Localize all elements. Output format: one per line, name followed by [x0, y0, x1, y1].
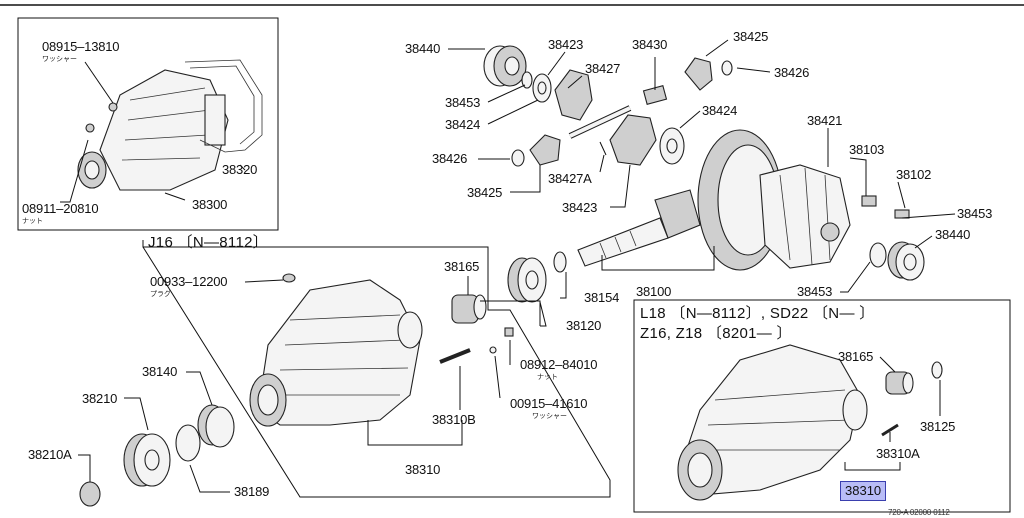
part-label-38421[interactable]: 38421: [807, 113, 843, 128]
part-label-38426-top[interactable]: 38426: [774, 65, 810, 80]
part-label-38210[interactable]: 38210: [82, 391, 118, 406]
panel-header-l18-line1: L18 〔N—8112〕, SD22 〔N— 〕: [640, 305, 875, 322]
housing-38310-l18: [677, 344, 868, 501]
part-label-38165-left[interactable]: 38165: [444, 259, 480, 274]
shim-38453-top: [521, 71, 533, 89]
pinion-38425-left: [529, 134, 561, 166]
pin-38427A: [599, 141, 607, 156]
companion-38165-right: [885, 371, 914, 395]
flange-38210: [123, 433, 171, 487]
bearing-38440-right: [887, 241, 925, 281]
part-label-38424-left[interactable]: 38424: [445, 117, 481, 132]
part-label-08912-84010[interactable]: 08912–84010: [520, 357, 598, 372]
part-label-38423-top[interactable]: 38423: [548, 37, 584, 52]
part-label-38320[interactable]: 38320: [222, 162, 258, 177]
ring-gear-38421: [697, 129, 783, 271]
part-label-38453-bottom[interactable]: 38453: [797, 284, 833, 299]
part-label-38424-right[interactable]: 38424: [702, 103, 738, 118]
oil-seal-38189: [175, 424, 201, 462]
part-label-38310-j16[interactable]: 38310: [405, 462, 441, 477]
part-note-nut: ナット: [22, 218, 43, 225]
housing-38310-j16: [249, 279, 423, 427]
part-label-38440-right[interactable]: 38440: [935, 227, 971, 242]
panel-header-j16: J16 〔N—8112〕: [148, 234, 269, 251]
panel-header-l18-line2: Z16, Z18 〔8201— 〕: [640, 325, 792, 342]
part-label-38425-top[interactable]: 38425: [733, 29, 769, 44]
carrier-assembly-38300: [77, 69, 229, 191]
part-label-38310-highlighted[interactable]: 38310: [840, 481, 887, 501]
part-label-38423-mid[interactable]: 38423: [562, 200, 598, 215]
part-label-38154[interactable]: 38154: [584, 290, 620, 305]
part-label-38427[interactable]: 38427: [585, 61, 621, 76]
part-label-38120[interactable]: 38120: [566, 318, 602, 333]
l18-panel-box: [633, 299, 1011, 513]
part-note-washer-2: ワッシャー: [532, 413, 567, 420]
plug-00933-12200: [282, 273, 296, 283]
bearing-38440-top: [483, 45, 527, 87]
nut-38210A: [79, 481, 101, 507]
inset-box-top-left: [17, 17, 279, 231]
side-gear-38423-top: [554, 69, 593, 121]
part-label-38425-left[interactable]: 38425: [467, 185, 503, 200]
j16-panel-outline: [142, 240, 611, 498]
part-label-38310B[interactable]: 38310B: [432, 412, 476, 427]
side-gear-38423-mid: [609, 114, 657, 166]
washer-38125: [931, 361, 943, 379]
shim-38453-right: [869, 242, 887, 268]
part-note-washer: ワッシャー: [42, 56, 77, 63]
part-label-38189[interactable]: 38189: [234, 484, 270, 499]
part-note-plug: プラグ: [150, 291, 171, 298]
part-label-38310A[interactable]: 38310A: [876, 446, 920, 461]
pinion-38425-top: [684, 57, 713, 91]
stud-38310B: [439, 348, 471, 364]
part-label-38453-top[interactable]: 38453: [445, 95, 481, 110]
part-label-38102[interactable]: 38102: [896, 167, 932, 182]
part-note-nut-2: ナット: [537, 374, 558, 381]
washer-38426-left: [511, 149, 525, 167]
part-label-08911-20810[interactable]: 08911–20810: [22, 201, 99, 216]
part-label-38453-right[interactable]: 38453: [957, 206, 993, 221]
washer-38426-top: [721, 60, 733, 76]
part-label-38300[interactable]: 38300: [192, 197, 228, 212]
part-label-38210A[interactable]: 38210A: [28, 447, 72, 462]
nut-08911-20810: [85, 123, 95, 133]
gasket-38320: [184, 59, 263, 153]
part-label-38426-left[interactable]: 38426: [432, 151, 468, 166]
stud-38310A: [881, 423, 899, 437]
spacer-38154: [553, 251, 567, 273]
part-label-38440-top[interactable]: 38440: [405, 41, 441, 56]
part-label-00915-41610[interactable]: 00915–41610: [510, 396, 588, 411]
nut-08912-84010: [504, 327, 514, 337]
block-38430: [642, 84, 668, 106]
part-label-38103[interactable]: 38103: [849, 142, 885, 157]
bearing-38140: [197, 404, 235, 448]
part-label-38165-right[interactable]: 38165: [838, 349, 874, 364]
washer-00915-41610: [489, 346, 497, 354]
bolt-38102: [894, 209, 910, 219]
drive-pinion-38100: [577, 189, 701, 267]
bearing-38120: [507, 257, 547, 303]
part-label-38430[interactable]: 38430: [632, 37, 668, 52]
part-label-38140[interactable]: 38140: [142, 364, 178, 379]
companion-38165-left: [451, 294, 487, 324]
washer-08915-13810: [108, 102, 118, 112]
figure-code: 720-A 02000 0112: [888, 508, 950, 517]
part-label-38125[interactable]: 38125: [920, 419, 956, 434]
part-label-08915-13810[interactable]: 08915–13810: [42, 39, 120, 54]
diff-case-38103: [759, 164, 851, 269]
part-label-00933-12200[interactable]: 00933–12200: [150, 274, 228, 289]
part-label-38427A[interactable]: 38427A: [548, 171, 592, 186]
lock-plate-38103: [861, 195, 877, 207]
part-label-38100[interactable]: 38100: [636, 284, 672, 299]
